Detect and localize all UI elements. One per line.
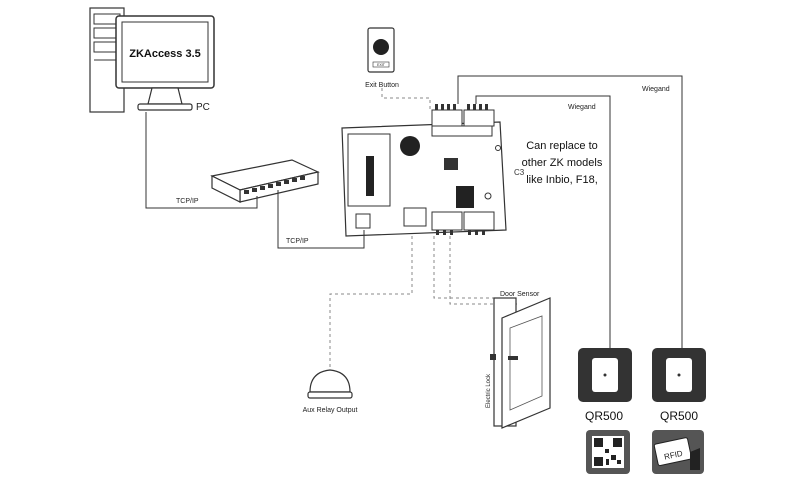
reader-2-label: QR500 (660, 409, 698, 423)
reader-1-label: QR500 (585, 409, 623, 423)
qr-code-icon (586, 430, 630, 474)
wiring (145, 75, 683, 348)
pc-monitor (115, 15, 215, 111)
tcpip-label-1: TCP/IP (176, 198, 199, 205)
exit-sign-text: EXIT (377, 63, 386, 67)
aux-relay-device (307, 369, 353, 399)
aux-relay-label: Aux Relay Output (303, 407, 358, 414)
rfid-card-icon (652, 430, 704, 474)
c3-controller (341, 104, 507, 237)
door (490, 297, 551, 429)
software-title: ZKAccess 3.5 (129, 48, 201, 60)
pc-label: PC (196, 102, 210, 113)
exit-button-label: Exit Button (365, 82, 399, 89)
door-sensor-label: Door Sensor (500, 291, 540, 298)
replacement-note: Can replace to other ZK models like Inbi… (521, 140, 603, 186)
tcpip-label-2: TCP/IP (286, 238, 309, 245)
exit-button (367, 27, 395, 73)
wiegand-label-2: Wiegand (642, 86, 670, 93)
rfid-label: RFID (663, 449, 683, 462)
electric-lock-label: Electric Lock (486, 373, 492, 408)
controller-label: C3 (514, 168, 525, 177)
network-switch (210, 159, 320, 203)
qr500-reader-2 (652, 348, 706, 402)
wiegand-label-1: Wiegand (568, 104, 596, 111)
qr500-reader-1 (578, 348, 632, 402)
